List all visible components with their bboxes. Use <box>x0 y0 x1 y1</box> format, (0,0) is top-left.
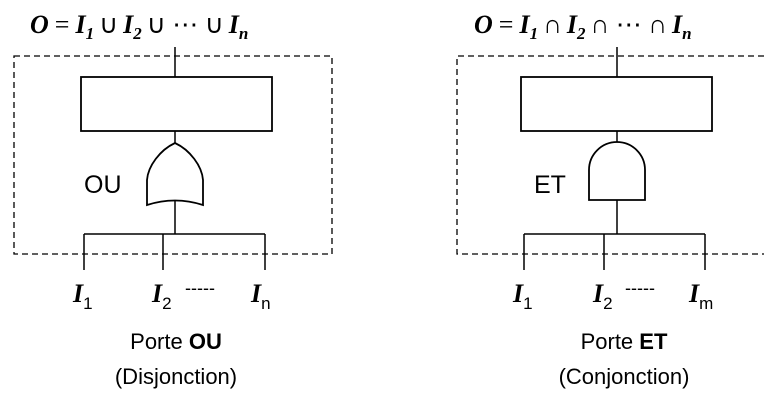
or-input-label-1: I1 <box>72 279 93 313</box>
or-gate-symbol <box>146 142 204 207</box>
or-gate-label: OU <box>84 171 122 199</box>
and-boundary-dashed-box <box>456 55 764 255</box>
or-top-event-box <box>80 76 273 132</box>
or-input-label-n: In <box>250 279 271 313</box>
or-output-formula: O=I1∪I2∪ ⋯ ∪In <box>30 10 248 43</box>
or-gate-diagram: O=I1∪I2∪ ⋯ ∪In OU I1 I2 ----- In Porte O… <box>13 10 333 389</box>
and-input-label-2: I2 <box>592 279 613 313</box>
or-boundary-dashed-box <box>13 55 333 255</box>
and-output-formula: O=I1∩I2∩ ⋯ ∩In <box>474 10 692 43</box>
or-caption-title: Porte OU <box>130 329 222 354</box>
and-caption-subtitle: (Conjonction) <box>559 364 690 389</box>
and-gate-diagram: O=I1∩I2∩ ⋯ ∩In ET I1 I2 ----- Im Porte E… <box>456 10 764 389</box>
and-input-ellipsis: ----- <box>625 278 655 298</box>
or-caption-subtitle: (Disjonction) <box>115 364 237 389</box>
and-input-label-m: Im <box>688 279 713 313</box>
and-gate-label: ET <box>534 171 566 199</box>
or-input-ellipsis: ----- <box>185 278 215 298</box>
and-caption-title: Porte ET <box>581 329 668 354</box>
and-top-event-box <box>520 76 713 132</box>
or-input-label-2: I2 <box>151 279 172 313</box>
and-input-label-1: I1 <box>512 279 533 313</box>
and-gate-symbol <box>588 141 646 201</box>
